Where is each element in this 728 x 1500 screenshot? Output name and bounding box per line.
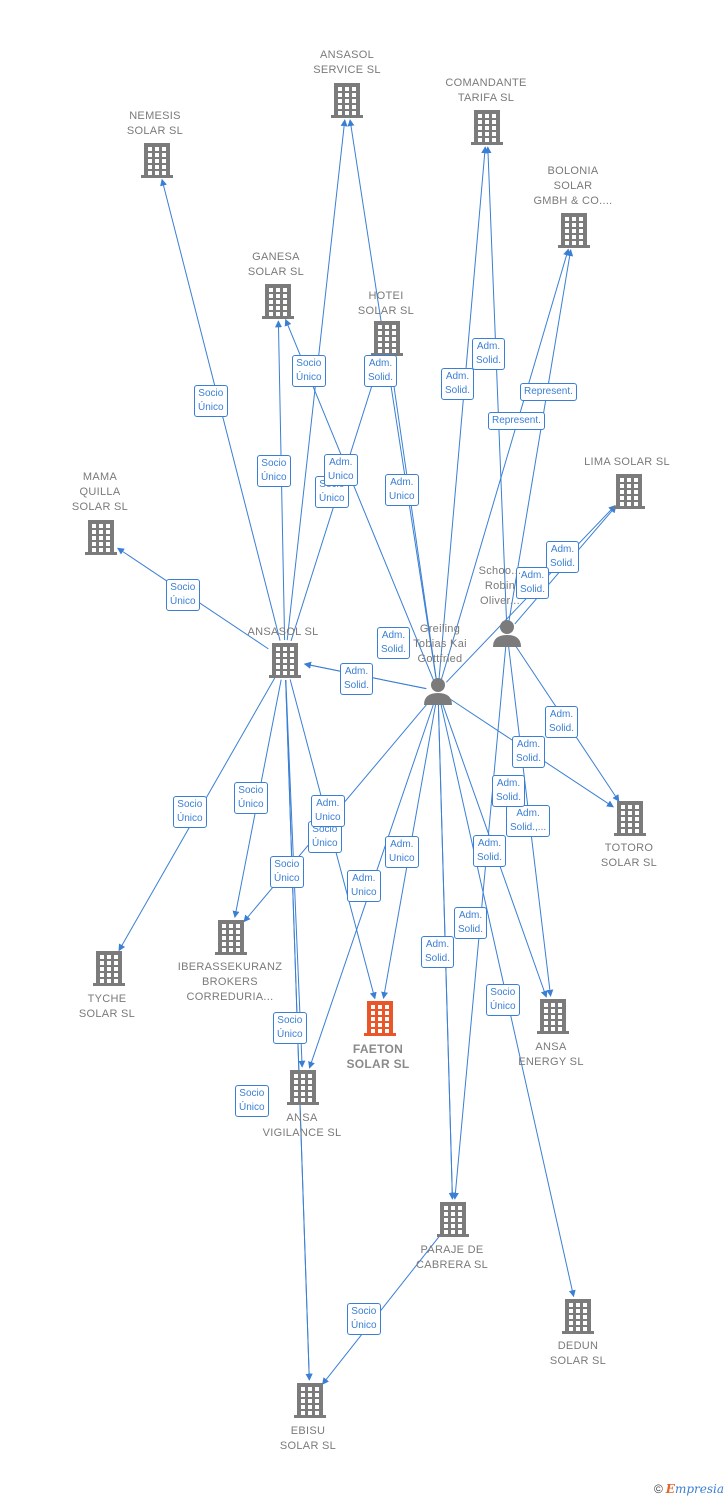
relation-label[interactable]: Socio Único — [234, 782, 268, 814]
node-label-ansasol[interactable]: ANSASOL SL — [247, 626, 319, 638]
relation-label[interactable]: Adm. Solid.,... — [506, 805, 551, 837]
relation-label[interactable]: Socio Único — [194, 385, 228, 417]
node-label-hotei[interactable]: HOTEI SOLAR SL — [357, 290, 415, 317]
relation-label[interactable]: Socio Único — [292, 355, 326, 387]
node-label-nemesis[interactable]: NEMESIS SOLAR SL — [126, 110, 184, 137]
node-label-mama[interactable]: MAMA QUILLA SOLAR SL — [71, 471, 129, 513]
edge-greiling-to-ansasol_service — [347, 119, 437, 680]
footer-brand[interactable]: ©Empresia — [654, 1482, 724, 1496]
node-label-schoo[interactable]: Schoo... Robin Oliver... — [478, 565, 522, 607]
company-icon[interactable] — [93, 951, 125, 986]
focus-company-icon[interactable] — [364, 1001, 396, 1036]
edge-greiling-to-hotei — [387, 357, 437, 680]
edge-schoo-to-comandante — [484, 146, 508, 622]
node-label-tyche[interactable]: TYCHE SOLAR SL — [78, 993, 136, 1020]
relation-label[interactable]: Adm. Solid. — [512, 736, 546, 768]
node-label-dedun[interactable]: DEDUN SOLAR SL — [549, 1340, 607, 1367]
relation-label[interactable]: Socio Único — [347, 1303, 381, 1335]
node-label-lima[interactable]: LIMA SOLAR SL — [584, 456, 670, 468]
relation-label[interactable]: Socio Único — [235, 1085, 269, 1117]
relation-label[interactable]: Socio Único — [257, 455, 291, 487]
edge-schoo-to-bolonia — [508, 249, 574, 622]
company-icon[interactable] — [269, 643, 301, 678]
relation-label[interactable]: Socio Único — [486, 984, 520, 1016]
company-icon[interactable] — [371, 321, 403, 356]
relation-label[interactable]: Adm. Unico — [347, 870, 381, 902]
person-icon[interactable] — [424, 678, 452, 705]
node-label-greiling[interactable]: Greiling Tobias Kai Gottfried — [413, 623, 467, 665]
node-label-paraje[interactable]: PARAJE DE CABRERA SL — [415, 1244, 489, 1271]
relation-label[interactable]: Adm. Solid. — [421, 936, 455, 968]
node-label-ganesa[interactable]: GANESA SOLAR SL — [247, 251, 305, 278]
node-label-ansa_energy[interactable]: ANSA ENERGY SL — [518, 1041, 584, 1068]
relation-label[interactable]: Represent. — [488, 412, 545, 430]
relation-label[interactable]: Adm. Solid. — [364, 355, 398, 387]
relation-label[interactable]: Adm. Unico — [385, 474, 419, 506]
company-icon[interactable] — [537, 999, 569, 1034]
relation-label[interactable]: Represent. — [520, 383, 577, 401]
company-icon[interactable] — [262, 284, 294, 319]
relation-label[interactable]: Adm. Unico — [311, 795, 345, 827]
relation-label[interactable]: Adm. Solid. — [492, 775, 526, 807]
copyright-symbol: © — [653, 1482, 663, 1496]
relation-label[interactable]: Adm. Solid. — [441, 368, 475, 400]
node-label-ansa_vig[interactable]: ANSA VIGILANCE SL — [262, 1112, 342, 1139]
person-icon[interactable] — [493, 620, 521, 647]
node-label-ansasol_service[interactable]: ANSASOL SERVICE SL — [313, 49, 381, 76]
company-icon[interactable] — [613, 474, 645, 509]
node-label-totoro[interactable]: TOTORO SOLAR SL — [600, 842, 658, 869]
relation-label[interactable]: Adm. Unico — [385, 836, 419, 868]
relation-label[interactable]: Adm. Solid. — [472, 338, 506, 370]
relation-label[interactable]: Socio Único — [173, 796, 207, 828]
company-icon[interactable] — [85, 520, 117, 555]
company-icon[interactable] — [437, 1202, 469, 1237]
brand-name: mpresia — [674, 1482, 724, 1496]
relation-label[interactable]: Adm. Unico — [324, 454, 358, 486]
company-icon[interactable] — [287, 1070, 319, 1105]
company-icon[interactable] — [141, 143, 173, 178]
company-icon[interactable] — [471, 110, 503, 145]
relation-label[interactable]: Adm. Solid. — [340, 663, 374, 695]
relation-label[interactable]: Socio Único — [273, 1012, 307, 1044]
node-label-faeton[interactable]: FAETON SOLAR SL — [346, 1042, 410, 1071]
relation-label[interactable]: Adm. Solid. — [546, 541, 580, 573]
company-icon[interactable] — [614, 801, 646, 836]
relation-label[interactable]: Adm. Solid. — [377, 627, 411, 659]
company-icon[interactable] — [215, 920, 247, 955]
node-label-comandante[interactable]: COMANDANTE TARIFA SL — [445, 77, 527, 104]
relation-label[interactable]: Adm. Solid. — [545, 706, 579, 738]
edge-greiling-to-bolonia — [440, 248, 570, 680]
relation-label[interactable]: Adm. Solid. — [516, 567, 550, 599]
company-icon[interactable] — [558, 213, 590, 248]
relation-label[interactable]: Adm. Solid. — [473, 835, 507, 867]
relation-label[interactable]: Socio Único — [270, 856, 304, 888]
edge-paraje-to-ebisu — [321, 1234, 441, 1385]
company-icon[interactable] — [294, 1383, 326, 1418]
node-label-iberas[interactable]: IBERASSEKURANZ BROKERS CORREDURIA... — [177, 961, 283, 1003]
relation-label[interactable]: Adm. Solid. — [454, 907, 488, 939]
node-label-ebisu[interactable]: EBISU SOLAR SL — [279, 1425, 337, 1452]
node-label-bolonia[interactable]: BOLONIA SOLAR GMBH & CO.... — [533, 165, 613, 207]
company-icon[interactable] — [562, 1299, 594, 1334]
relation-label[interactable]: Socio Único — [166, 579, 200, 611]
edge-greiling-to-comandante — [438, 146, 489, 680]
company-icon[interactable] — [331, 83, 363, 118]
brand-initial: E — [665, 1482, 675, 1496]
